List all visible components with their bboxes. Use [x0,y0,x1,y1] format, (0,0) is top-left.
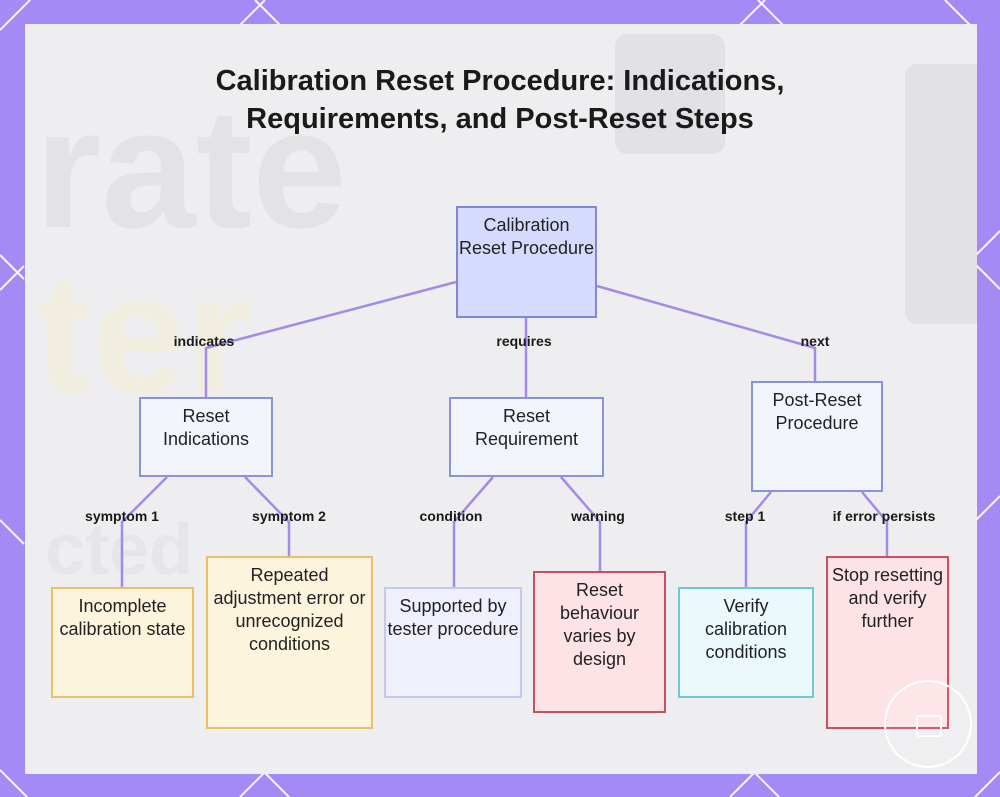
node-verify-calibration-conditions[interactable]: Verify calibration conditions [678,587,814,698]
node-post-reset-procedure[interactable]: Post-Reset Procedure [751,381,883,492]
node-calibration-reset-procedure[interactable]: Calibration Reset Procedure [456,206,597,318]
edge-label-condition: condition [419,508,483,524]
window-icon [916,715,942,737]
edge-if-error-persists [861,491,889,556]
watermark-badge [884,680,972,768]
edge-indicates [204,280,457,397]
edge-next [596,284,817,381]
edge-symptom-1 [120,476,168,587]
edge-label-warning: warning [571,508,625,524]
edge-label-next: next [800,333,830,349]
edge-label-if-error-persists: if error persists [832,508,936,524]
edge-label-symptom-1: symptom 1 [85,508,159,524]
edge-step-1 [744,491,772,587]
edge-condition [452,476,494,587]
background-text: ter [35,239,253,429]
node-reset-behaviour-varies[interactable]: Reset behaviour varies by design [533,571,666,713]
background-shape [905,64,977,324]
diagram-title: Calibration Reset Procedure: Indications… [215,65,785,135]
node-incomplete-calibration-state[interactable]: Incomplete calibration state [51,587,194,698]
node-reset-requirement[interactable]: Reset Requirement [449,397,604,477]
edge-label-indicates: indicates [173,333,235,349]
edge-label-symptom-2: symptom 2 [252,508,326,524]
node-repeated-adjustment-error[interactable]: Repeated adjustment error or unrecognize… [206,556,373,729]
edge-label-requires: requires [496,333,552,349]
node-reset-indications[interactable]: Reset Indications [139,397,273,477]
edge-label-step-1: step 1 [724,508,766,524]
background-text: rate [35,74,347,264]
edge-symptom-2 [244,476,291,556]
background-text: cted [45,510,194,590]
background-shape [615,34,725,154]
node-supported-by-tester-procedure[interactable]: Supported by tester procedure [384,587,522,698]
edge-warning [560,476,602,571]
